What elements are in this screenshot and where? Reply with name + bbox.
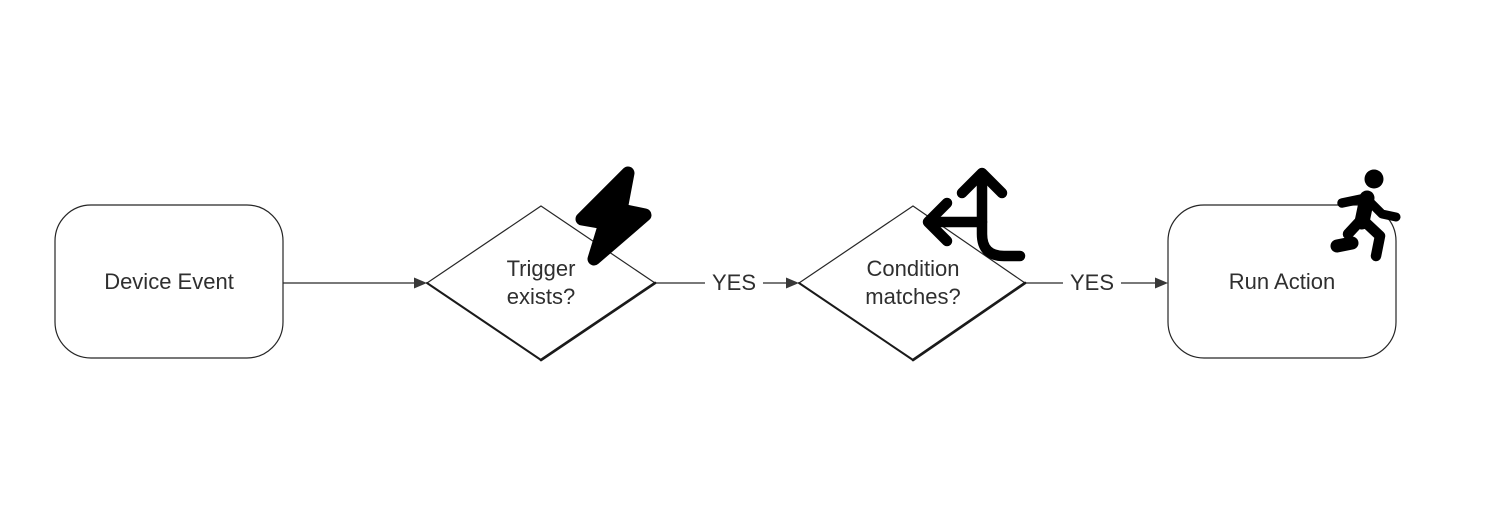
device-event-node [54,204,284,359]
bolt-icon [575,166,652,266]
edge-label-yes-1: YES [704,269,764,297]
run-action-label: Run Action [1228,269,1336,294]
arrowhead-icon [414,277,427,289]
arrowhead-icon [786,277,799,289]
connector-device-to-trigger [283,277,427,289]
diamond-bottom-right-edge [539,281,657,362]
trigger-exists-label: Trigger exists? [506,256,576,309]
condition-matches-label: Condition matches? [865,256,961,309]
arrows-split-up-and-left-icon [922,167,1026,262]
diamond-bottom-left-edge [798,282,914,361]
edge-label-yes-2: YES [1062,269,1122,297]
condition-matches-node [797,205,1027,362]
arrowhead-icon [1155,277,1168,289]
diamond-bottom-right-edge [911,281,1027,362]
person-running-icon [1330,169,1401,262]
diamond-bottom-left-edge [426,282,542,361]
device-event-label: Device Event [104,269,234,294]
